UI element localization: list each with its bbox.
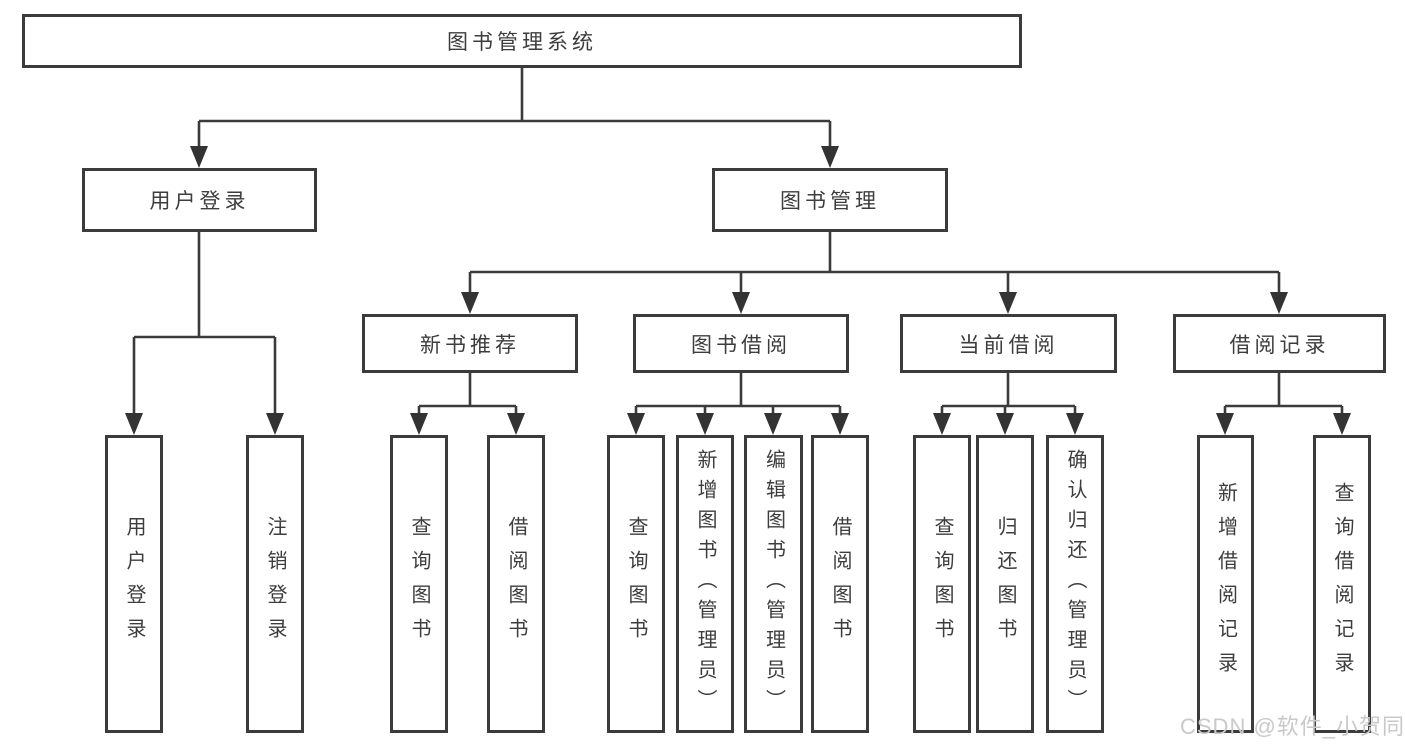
arrow-down-icon (266, 413, 284, 435)
arrow-down-icon (996, 413, 1014, 435)
arrow-down-icon (190, 146, 208, 168)
leaf-nb-borrow-books: 借阅图书 (487, 435, 545, 733)
leaf-label: 查询图书 (408, 516, 430, 652)
arrow-down-icon (507, 413, 525, 435)
arrow-down-icon (999, 292, 1017, 314)
arrow-down-icon (821, 146, 839, 168)
arrow-down-icon (1270, 292, 1288, 314)
node-new-book-recommend: 新书推荐 (362, 314, 578, 373)
arrow-down-icon (764, 413, 782, 435)
node-root: 图书管理系统 (22, 14, 1022, 68)
leaf-label: 归还图书 (994, 516, 1016, 652)
arrow-down-icon (1066, 413, 1084, 435)
arrow-down-icon (831, 413, 849, 435)
leaf-user-login: 用户登录 (105, 435, 163, 733)
arrow-down-icon (933, 413, 951, 435)
leaf-bb-borrow-books: 借阅图书 (811, 435, 869, 733)
arrow-down-icon (1216, 413, 1234, 435)
leaf-bb-query-books: 查询图书 (607, 435, 665, 733)
leaf-label: 借阅图书 (505, 516, 527, 652)
leaf-label: 用户登录 (123, 516, 145, 652)
leaf-label: 查询借阅记录 (1331, 482, 1353, 686)
leaf-label: 新增借阅记录 (1214, 482, 1237, 686)
connector-currentborrow-to-leaves (940, 373, 1077, 417)
leaf-nb-query-books: 查询图书 (390, 435, 448, 733)
leaf-br-add-record: 新增借阅记录 (1197, 435, 1254, 733)
leaf-label: 注销登录 (264, 516, 286, 652)
leaf-logout-login: 注销登录 (246, 435, 304, 733)
arrow-down-icon (1333, 413, 1351, 435)
arrow-down-icon (627, 413, 645, 435)
arrow-down-icon (696, 413, 714, 435)
node-book-borrow: 图书借阅 (633, 314, 849, 373)
leaf-label: 借阅图书 (829, 516, 851, 652)
arrow-down-icon (410, 413, 428, 435)
leaf-cb-return-books: 归还图书 (976, 435, 1034, 733)
leaf-cb-confirm-return-admin: 确认归还（管理员） (1046, 435, 1104, 733)
leaf-bb-add-books-admin: 新增图书（管理员） (676, 435, 734, 733)
connector-root-to-level2 (197, 68, 832, 150)
leaf-label: 确认归还（管理员） (1064, 449, 1086, 719)
connector-userlogin-to-leaves (132, 232, 277, 417)
leaf-label: 查询图书 (625, 516, 647, 652)
node-user-login: 用户登录 (82, 168, 317, 232)
connector-bookmgmt-to-level3 (468, 232, 1281, 296)
leaf-label: 编辑图书（管理员） (762, 449, 785, 719)
arrow-down-icon (732, 292, 750, 314)
node-borrow-records: 借阅记录 (1173, 314, 1386, 373)
connector-newbook-to-leaves (417, 373, 518, 417)
arrow-down-icon (125, 413, 143, 435)
node-book-management: 图书管理 (712, 168, 948, 232)
watermark-text: CSDN @软件_小贺同学 (1180, 714, 1405, 739)
leaf-cb-query-books: 查询图书 (913, 435, 971, 733)
leaf-br-query-record: 查询借阅记录 (1313, 435, 1371, 733)
connector-borrowrecords-to-leaves (1223, 373, 1344, 417)
leaf-label: 新增图书（管理员） (694, 449, 716, 719)
connector-bookborrow-to-leaves (634, 373, 842, 417)
leaf-label: 查询图书 (931, 516, 953, 652)
arrow-down-icon (461, 292, 479, 314)
leaf-bb-edit-books-admin: 编辑图书（管理员） (744, 435, 803, 733)
node-current-borrow: 当前借阅 (900, 314, 1117, 373)
